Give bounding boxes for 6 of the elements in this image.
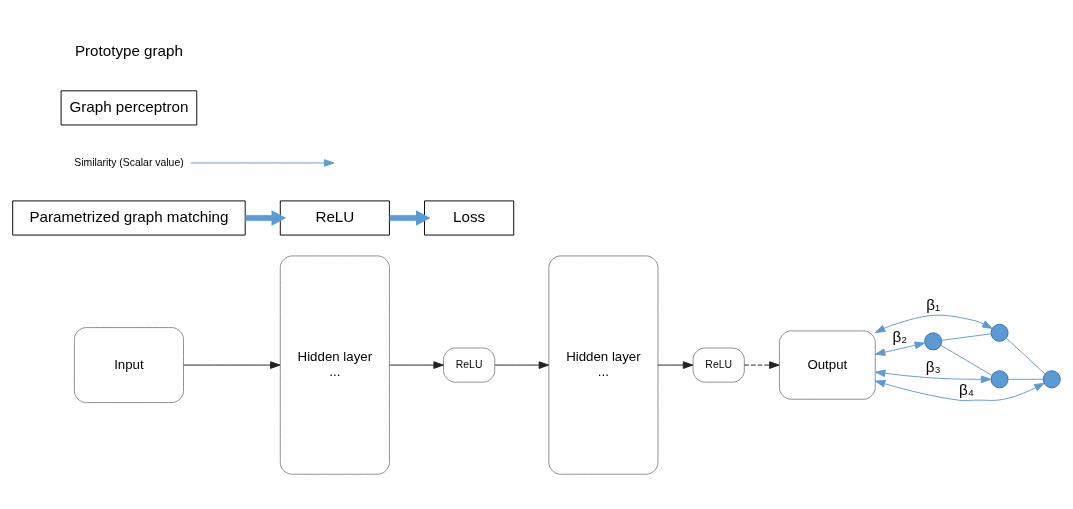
node-text: Similarity (Scalar value) (74, 156, 184, 168)
edge-label: β₄ (958, 380, 974, 398)
label: Prototype graph (74, 41, 183, 59)
edge-label: β₃ (925, 357, 941, 375)
edge-label: β₁ (926, 295, 941, 313)
edge-label: β₂ (892, 327, 908, 345)
